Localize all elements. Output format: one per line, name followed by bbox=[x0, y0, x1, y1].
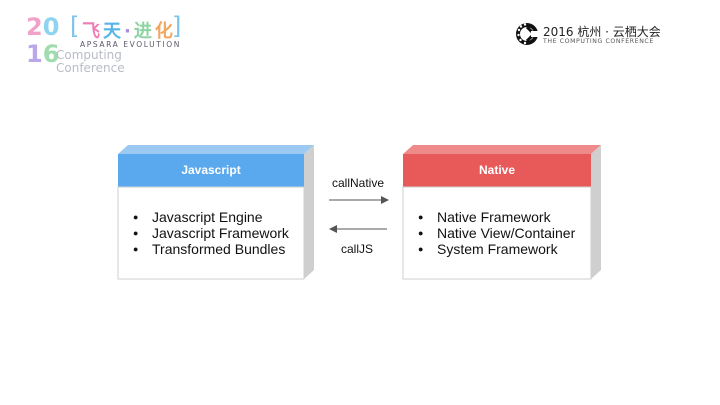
list-item: Javascript Engine bbox=[133, 209, 289, 225]
list-item: Native Framework bbox=[418, 209, 575, 225]
logo-apsara-text: APSARA EVOLUTION bbox=[80, 40, 181, 49]
javascript-items: Javascript Engine Javascript Framework T… bbox=[133, 209, 289, 257]
call-js-label: callJS bbox=[341, 242, 374, 256]
list-item: System Framework bbox=[418, 241, 575, 257]
list-item: Transformed Bundles bbox=[133, 241, 289, 257]
call-native-label: callNative bbox=[332, 176, 385, 190]
logo-year-top: 20 bbox=[26, 13, 60, 41]
list-item: Native View/Container bbox=[418, 225, 575, 241]
apsara-logo: 20 16 [ 飞天·进化 ] APSARA EVOLUTION Computi… bbox=[26, 12, 186, 76]
bracket-right-icon: ] bbox=[172, 12, 182, 40]
conference-title: 2016 杭州 · 云栖大会 bbox=[543, 25, 661, 39]
list-item: Javascript Framework bbox=[133, 225, 289, 241]
globe-icon bbox=[516, 23, 539, 45]
logo-slogan: 飞天·进化 bbox=[82, 21, 176, 42]
conference-subtitle: THE COMPUTING CONFERENCE bbox=[543, 38, 654, 45]
conference-logo: 2016 杭州 · 云栖大会 THE COMPUTING CONFERENCE bbox=[515, 22, 695, 50]
javascript-title: Javascript bbox=[181, 163, 241, 177]
native-items: Native Framework Native View/Container S… bbox=[418, 209, 575, 257]
logo-year-bottom: 16 bbox=[26, 40, 60, 68]
bracket-left-icon: [ bbox=[70, 12, 80, 40]
native-title: Native bbox=[478, 163, 516, 177]
